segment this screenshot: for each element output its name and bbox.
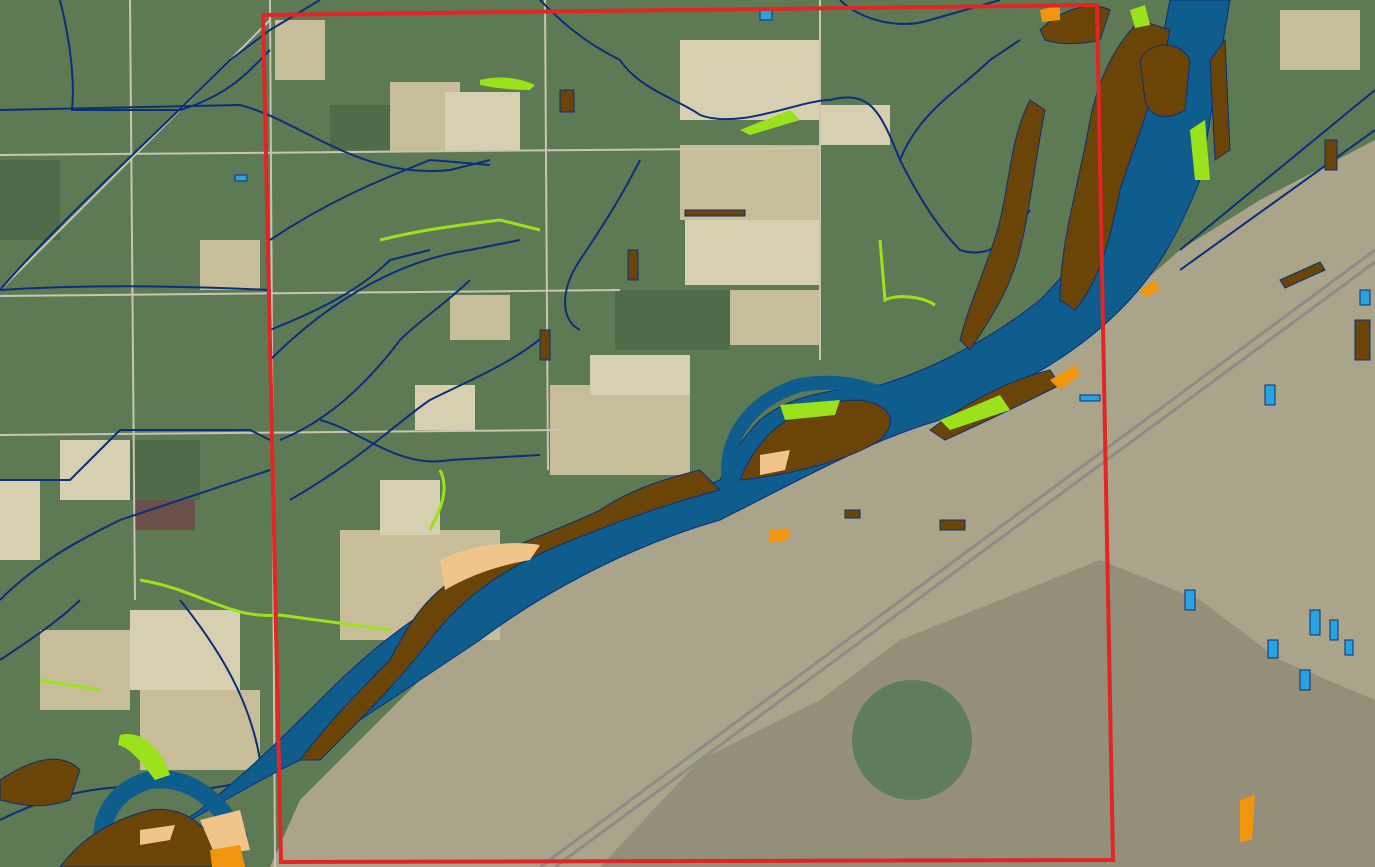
wetland-polygon: [684, 209, 746, 217]
wetland-lime: [480, 77, 535, 90]
field: [130, 440, 200, 500]
wetland-orange: [1140, 280, 1160, 298]
wetland-lime: [780, 400, 840, 420]
wetland-lime: [1190, 120, 1210, 180]
wetland-polygon: [0, 758, 81, 807]
field: [130, 610, 240, 690]
field: [445, 92, 520, 150]
wetland-polygon: [1139, 44, 1191, 118]
desert-terrain-dark: [600, 560, 1375, 867]
wetland-polygon: [1324, 139, 1338, 171]
wetland-polygon: [1279, 261, 1326, 289]
center-pivot-field: [852, 680, 972, 800]
wetland-orange: [770, 528, 790, 543]
wetland-sand: [440, 543, 540, 590]
field: [680, 40, 820, 120]
field: [590, 355, 690, 395]
wetland-lime: [139, 578, 391, 632]
wetland-lime: [1130, 5, 1150, 28]
wetland-lime: [428, 469, 446, 531]
field: [0, 480, 40, 560]
wetland-sand: [140, 450, 790, 855]
wetland-orange: [210, 5, 1255, 867]
wetland-orange: [1040, 5, 1060, 22]
pond: [759, 9, 773, 21]
river-island-loop: [721, 375, 925, 492]
wetland-polygon: [298, 469, 721, 761]
wetland-polygon: [1059, 19, 1171, 311]
field: [550, 385, 690, 475]
field: [60, 440, 130, 500]
wetland-orange: [210, 845, 245, 867]
wetland-polygon: [559, 89, 575, 113]
ponds: [234, 9, 1371, 691]
pond: [1329, 619, 1339, 641]
wetland-polygon: [1039, 5, 1111, 45]
wetland-polygon: [1354, 319, 1371, 361]
pond: [1309, 609, 1321, 636]
wetland-polygon: [939, 519, 966, 531]
pond: [1359, 289, 1371, 306]
highways: [539, 248, 1375, 867]
wetland-lime: [118, 734, 170, 780]
field: [820, 105, 890, 145]
pond: [1267, 639, 1279, 659]
wetland-polygon: [959, 99, 1046, 351]
field: [275, 20, 325, 80]
wetland-lime: [39, 5, 1210, 780]
wetland-sand: [760, 450, 790, 475]
pond: [1079, 394, 1101, 402]
wetland-lime: [39, 678, 101, 692]
field: [730, 290, 820, 345]
wetland-sand: [140, 825, 175, 845]
pond: [1299, 669, 1311, 691]
wetland-lime: [379, 218, 541, 242]
field: [1280, 10, 1360, 70]
wetland-sand: [200, 810, 250, 855]
field: [0, 160, 60, 240]
field: [615, 290, 730, 350]
field: [200, 240, 260, 290]
wetland-lime: [940, 395, 1010, 430]
pond: [1184, 589, 1196, 611]
field: [380, 480, 440, 535]
wetland-lime: [740, 110, 800, 135]
wetland-orange: [1240, 795, 1255, 842]
pond: [1264, 384, 1276, 406]
pond: [234, 174, 248, 182]
wetland-polygon: [844, 509, 861, 519]
wetland-polygon: [1209, 38, 1231, 161]
wetland-orange: [1050, 365, 1080, 390]
wetland-polygon: [539, 329, 551, 361]
wetland-lime: [878, 239, 936, 307]
study-area-outline[interactable]: [260, 2, 1116, 865]
field: [685, 220, 820, 285]
field: [450, 295, 510, 340]
wetland-polygon: [627, 249, 639, 281]
field: [330, 105, 390, 150]
field: [680, 145, 820, 220]
field: [40, 630, 130, 710]
pond: [1344, 639, 1354, 656]
